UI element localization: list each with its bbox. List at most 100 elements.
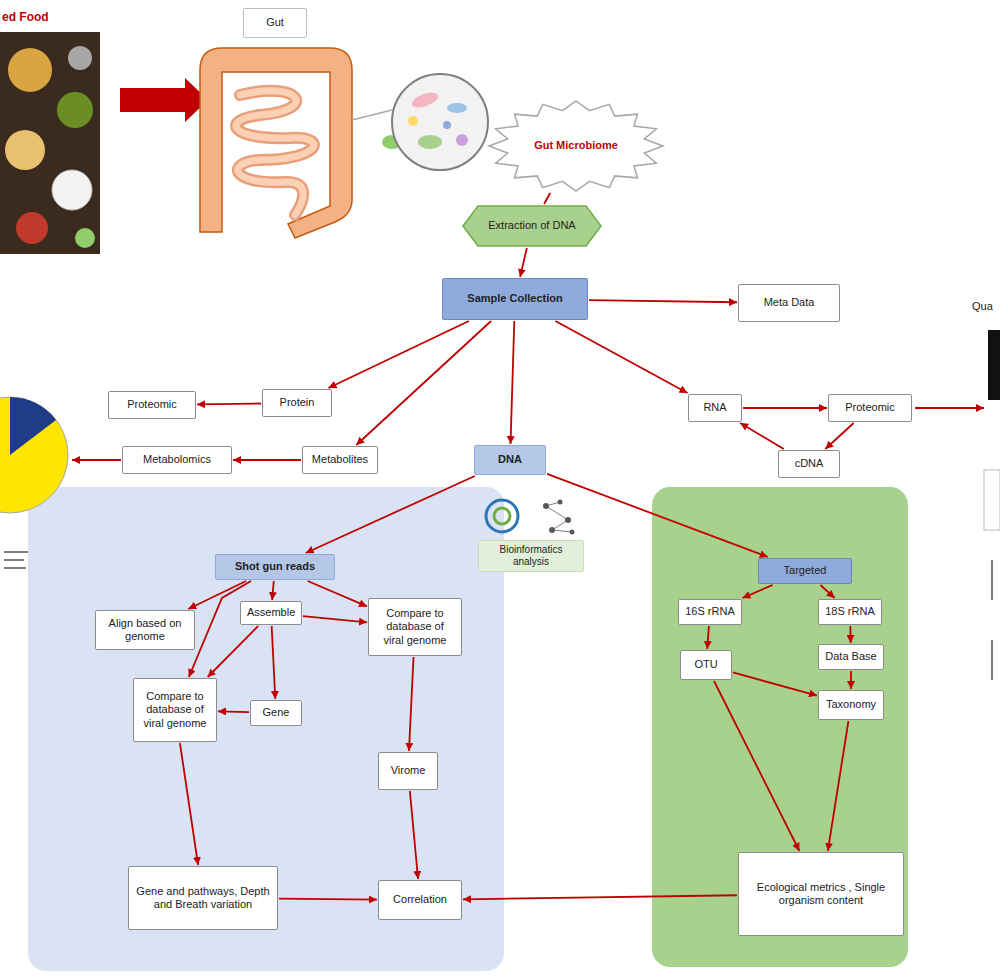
node-text: Bioinformatics analysis — [485, 544, 577, 568]
flow-arrow — [828, 721, 849, 851]
microbe-magnifier-part — [408, 116, 418, 126]
flow-arrow — [188, 581, 246, 609]
method-box: Shot gun reads — [215, 554, 335, 580]
bioinformatics-icons-part — [565, 517, 571, 523]
process-box: Metabolites — [302, 446, 378, 474]
intestine-illustration — [200, 48, 352, 238]
flow-arrow — [850, 671, 852, 689]
node-text: Compare to database of viral genome — [375, 607, 455, 647]
figure-label: Qua — [972, 300, 993, 313]
bioinformatics-icons-part — [552, 530, 572, 532]
pie-chart-part — [10, 397, 56, 455]
node-text: Gene — [257, 706, 295, 719]
food-photo-part — [0, 32, 100, 254]
organ-label-box: Gut — [243, 8, 307, 38]
flow-arrow — [714, 681, 799, 851]
microbe-magnifier-part — [418, 135, 442, 149]
process-box: Data Base — [818, 644, 884, 670]
node-text: Align based on genome — [102, 617, 188, 643]
process-box: Align based on genome — [95, 610, 195, 650]
flow-arrow — [743, 407, 827, 409]
figure-label: ed Food — [2, 10, 49, 24]
layout-arrow-part — [72, 459, 121, 461]
thick-arrow — [120, 78, 208, 122]
cut-figure-part — [984, 470, 1000, 530]
node-text: cDNA — [785, 457, 833, 470]
microbe-magnifier-part — [410, 90, 440, 111]
node-text: Sample Collection — [449, 292, 581, 305]
node-text: Correlation — [385, 893, 455, 906]
node-text: Shot gun reads — [222, 560, 328, 573]
flow-arrow — [272, 581, 274, 600]
process-box: Meta Data — [738, 284, 840, 322]
node-text: Compare to database of viral genome — [140, 690, 210, 730]
flow-arrow — [825, 423, 853, 449]
bioinformatics-icons-part — [558, 500, 563, 505]
pie-chart-part — [4, 551, 28, 553]
bioinformatics-icons-part — [546, 506, 568, 520]
analysis-panel — [28, 487, 504, 971]
flow-arrow — [740, 423, 784, 449]
tool-label-box: Bioinformatics analysis — [478, 540, 584, 572]
node-text: RNA — [695, 401, 735, 414]
node-text: OTU — [687, 658, 725, 671]
bioinformatics-icons-part — [570, 530, 575, 535]
node-text: Taxonomy — [825, 698, 877, 711]
process-box: OTU — [680, 650, 732, 680]
node-text: 16S rRNA — [685, 605, 735, 618]
node-text: Gene and pathways, Depth and Breath vari… — [135, 885, 271, 911]
microbe-magnifier-part — [447, 103, 467, 113]
node-text: 18S rRNA — [825, 605, 875, 618]
bioinformatics-icons — [486, 500, 575, 535]
node-text: Ecological metrics , Single organism con… — [745, 881, 897, 907]
node-text: Gut Microbiome — [526, 139, 626, 152]
flow-arrow — [410, 791, 418, 879]
microbe-magnifier — [352, 74, 488, 170]
flow-arrow — [308, 581, 367, 606]
process-box: RNA — [688, 394, 742, 422]
food-photo-part — [68, 46, 92, 70]
pie-chart-part — [4, 559, 24, 561]
shape-outline — [463, 206, 601, 246]
flow-arrow — [849, 626, 851, 643]
node-text: Data Base — [825, 650, 877, 663]
flow-arrow — [733, 672, 817, 695]
node-text: Proteomic — [835, 401, 905, 414]
flow-arrow — [306, 476, 475, 553]
process-box: Ecological metrics , Single organism con… — [738, 852, 904, 936]
flow-arrow — [510, 321, 514, 444]
flow-arrow — [328, 321, 468, 388]
process-box: Taxonomy — [818, 690, 884, 720]
process-box: 16S rRNA — [678, 599, 742, 625]
cut-figure-part — [991, 560, 993, 600]
process-box: 18S rRNA — [818, 599, 882, 625]
flow-arrow — [303, 616, 367, 622]
food-photo-part — [8, 48, 52, 92]
node-text: Proteomic — [115, 398, 189, 411]
node-text: Virome — [385, 764, 431, 777]
process-box: Metabolomics — [122, 446, 232, 474]
layout-arrow-part — [915, 407, 984, 409]
node-text: Gut — [250, 16, 300, 29]
microbe-magnifier-part — [352, 110, 392, 120]
flow-arrow — [272, 626, 276, 699]
food-photo-part — [75, 228, 95, 248]
flow-arrow — [742, 585, 772, 598]
flow-arrow — [233, 459, 301, 461]
sample-box: Sample Collection — [442, 278, 588, 320]
microbe-magnifier-part — [443, 121, 451, 129]
process-box: Proteomic — [108, 391, 196, 419]
flow-arrow — [707, 626, 709, 649]
process-box: Virome — [378, 752, 438, 790]
process-box: Gene — [250, 700, 302, 726]
node-text: Assemble — [247, 606, 295, 619]
flow-arrow — [180, 743, 198, 865]
thick-arrow-part — [120, 78, 208, 122]
flow-arrow — [409, 657, 414, 751]
flow-arrow — [279, 898, 377, 901]
node-text: DNA — [481, 453, 539, 466]
process-box: Protein — [262, 389, 332, 417]
flow-arrow — [820, 585, 834, 598]
process-box: Compare to database of viral genome — [368, 598, 462, 656]
